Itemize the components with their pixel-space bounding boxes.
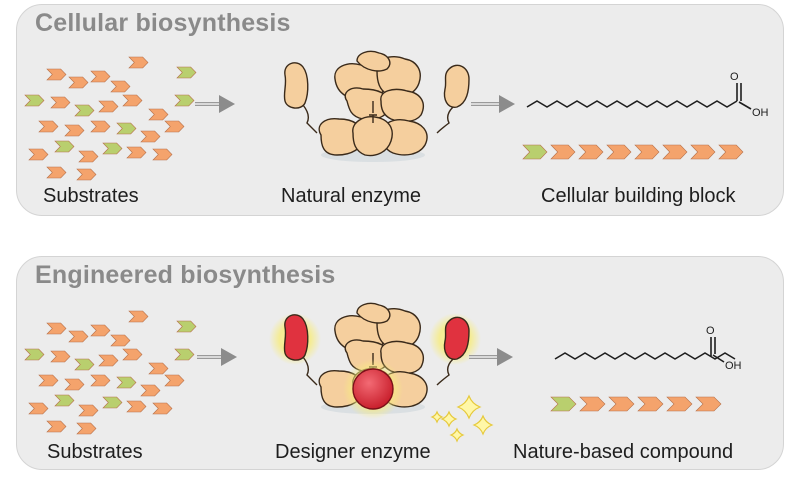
substrate-chevron-icon: [690, 144, 716, 160]
substrate-chevron-icon: [64, 124, 85, 137]
substrate-chevron-icon: [38, 374, 59, 387]
panel-title-engineered: Engineered biosynthesis: [35, 261, 336, 289]
product-label: Cellular building block: [541, 185, 736, 207]
substrate-chevron-icon: [46, 322, 67, 335]
substrate-chevron-icon: [90, 374, 111, 387]
process-arrow-icon: [197, 348, 237, 366]
substrate-chevron-icon: [102, 396, 123, 409]
substrate-chevron-icon: [128, 310, 149, 323]
enzyme-label: Natural enzyme: [281, 185, 422, 207]
substrate-chevron-icon: [174, 348, 195, 361]
substrate-chevron-icon: [90, 324, 111, 337]
substrate-chevron-icon: [90, 120, 111, 133]
substrate-chevron-icon: [126, 146, 147, 159]
substrate-chevron-icon: [550, 144, 576, 160]
substrates-label: Substrates: [47, 441, 143, 463]
substrate-chevron-icon: [46, 166, 67, 179]
panel-title-cellular: Cellular biosynthesis: [35, 9, 291, 37]
active-site-icon: [352, 368, 394, 410]
substrate-chevron-icon: [718, 144, 744, 160]
substrate-chevron-icon: [78, 150, 99, 163]
substrate-chevron-icon: [76, 168, 97, 181]
substrate-chevron-icon: [122, 348, 143, 361]
substrate-cluster: [24, 310, 197, 435]
substrate-cluster: [24, 56, 197, 181]
acid-label: OH: [752, 107, 769, 119]
substrate-chevron-icon: [164, 374, 185, 387]
substrate-chevron-icon: [550, 396, 577, 412]
process-arrow-icon: [469, 348, 513, 366]
substrate-chevron-icon: [98, 354, 119, 367]
substrate-chevron-icon: [152, 148, 173, 161]
designer-enzyme-icon: [269, 302, 481, 419]
substrate-chevron-icon: [578, 144, 604, 160]
engineered-diagram: O OH: [24, 302, 742, 443]
substrate-chevron-icon: [28, 148, 49, 161]
substrate-chevron-icon: [122, 94, 143, 107]
substrate-chevron-icon: [634, 144, 660, 160]
substrate-chevron-icon: [637, 396, 664, 412]
substrate-chevron-icon: [74, 358, 95, 371]
substrate-chevron-icon: [148, 108, 169, 121]
cellular-diagram: O OH: [24, 50, 769, 181]
substrate-chevron-icon: [662, 144, 688, 160]
substrate-chevron-icon: [116, 376, 137, 389]
substrate-chevron-icon: [110, 334, 131, 347]
acid-label: OH: [725, 360, 742, 372]
substrate-chevron-icon: [164, 120, 185, 133]
substrate-chevron-icon: [46, 420, 67, 433]
substrate-chevron-icon: [176, 320, 197, 333]
substrate-chevron-icon: [54, 140, 75, 153]
substrate-chevron-icon: [152, 402, 173, 415]
substrate-chevron-icon: [38, 120, 59, 133]
substrate-chevron-icon: [76, 422, 97, 435]
fatty-acid-icon: O OH: [526, 71, 769, 119]
substrate-chevron-icon: [90, 70, 111, 83]
substrate-chevron-icon: [50, 350, 71, 363]
sparkle-icon: [430, 394, 494, 443]
substrate-chevron-icon: [148, 362, 169, 375]
substrate-chevron-icon: [110, 80, 131, 93]
product-label: Nature-based compound: [513, 441, 734, 463]
substrate-chevron-icon: [50, 96, 71, 109]
substrate-chevron-icon: [128, 56, 149, 69]
fatty-acid-icon: O OH: [554, 325, 742, 372]
substrate-chevron-icon: [608, 396, 635, 412]
substrate-chevron-icon: [522, 144, 548, 160]
process-arrow-icon: [195, 95, 235, 113]
substrate-chevron-icon: [126, 400, 147, 413]
substrate-chevron-icon: [24, 348, 45, 361]
process-arrow-icon: [471, 95, 515, 113]
engineered-biosynthesis-panel: Engineered biosynthesis: [16, 256, 784, 470]
substrate-chevron-icon: [695, 396, 722, 412]
substrate-chevron-icon: [54, 394, 75, 407]
substrate-chevron-icon: [24, 94, 45, 107]
svg-text:O: O: [730, 71, 739, 83]
substrate-chevron-icon: [68, 330, 89, 343]
substrate-chevron-icon: [98, 100, 119, 113]
compound-chain: [550, 396, 722, 412]
natural-enzyme-icon: [283, 50, 470, 162]
cellular-biosynthesis-panel: Cellular biosynthesis O OH: [16, 4, 784, 216]
substrate-chevron-icon: [176, 66, 197, 79]
substrate-chevron-icon: [666, 396, 693, 412]
substrate-chevron-icon: [46, 68, 67, 81]
substrate-chevron-icon: [579, 396, 606, 412]
substrate-chevron-icon: [102, 142, 123, 155]
substrate-chevron-icon: [140, 130, 161, 143]
substrate-chevron-icon: [606, 144, 632, 160]
substrate-chevron-icon: [64, 378, 85, 391]
enzyme-label: Designer enzyme: [275, 441, 431, 463]
substrates-label: Substrates: [43, 185, 139, 207]
svg-text:O: O: [706, 325, 715, 337]
substrate-chevron-icon: [74, 104, 95, 117]
building-block-chain: [522, 144, 744, 160]
substrate-chevron-icon: [78, 404, 99, 417]
substrate-chevron-icon: [116, 122, 137, 135]
substrate-chevron-icon: [174, 94, 195, 107]
substrate-chevron-icon: [68, 76, 89, 89]
substrate-chevron-icon: [140, 384, 161, 397]
substrate-chevron-icon: [28, 402, 49, 415]
